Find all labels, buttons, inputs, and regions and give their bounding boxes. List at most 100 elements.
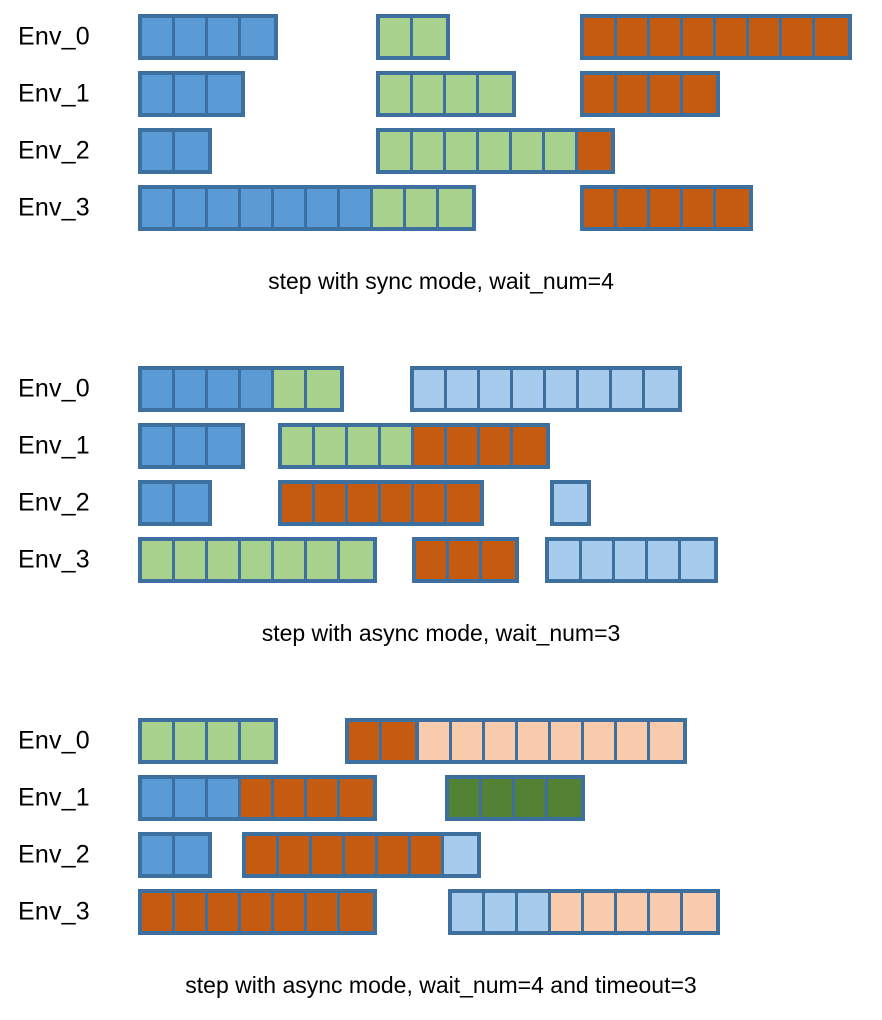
step-cell-green (175, 722, 208, 760)
step-cell-orange (274, 893, 307, 931)
env-timeline-track (0, 360, 882, 417)
env-row-label: Env_2 (18, 840, 90, 868)
env-row: Env_2 (0, 122, 882, 179)
step-cell-darkgreen (482, 779, 515, 817)
step-cell-green (380, 132, 413, 170)
step-cell-green (413, 132, 446, 170)
step-cell-orange (274, 779, 307, 817)
step-cell-blue (175, 18, 208, 56)
env-timeline-track (0, 474, 882, 531)
step-cell-green (208, 541, 241, 579)
env-row-label: Env_2 (18, 136, 90, 164)
step-cell-green (274, 541, 307, 579)
step-cell-lightblue (452, 893, 485, 931)
step-cell-orange (312, 836, 345, 874)
step-cell-lightblue (645, 370, 678, 408)
env-row: Env_0 (0, 8, 882, 65)
step-cell-green (274, 370, 307, 408)
step-cell-green (241, 541, 274, 579)
step-cell-lightblue (518, 893, 551, 931)
step-cell-orange (782, 18, 815, 56)
step-cell-orange (246, 836, 279, 874)
step-cell-orange (307, 893, 340, 931)
step-cell-orange (416, 541, 449, 579)
step-cell-blue (142, 18, 175, 56)
step-block-group (545, 537, 718, 583)
env-row: Env_3 (0, 531, 882, 588)
step-block-group (412, 537, 519, 583)
step-cell-orange (411, 836, 444, 874)
step-block-group (448, 889, 720, 935)
step-cell-peach (617, 893, 650, 931)
step-cell-orange (815, 18, 848, 56)
step-block-group (138, 889, 377, 935)
step-cell-orange (683, 18, 716, 56)
step-cell-green (307, 370, 340, 408)
step-cell-orange (241, 779, 274, 817)
step-cell-orange (382, 722, 415, 760)
step-cell-orange (381, 484, 414, 522)
step-cell-blue (175, 75, 208, 113)
env-row: Env_1 (0, 65, 882, 122)
env-row: Env_2 (0, 826, 882, 883)
env-row: Env_3 (0, 883, 882, 940)
env-row-label: Env_3 (18, 193, 90, 221)
step-cell-orange (414, 484, 447, 522)
step-cell-lightblue (681, 541, 714, 579)
step-cell-orange (617, 18, 650, 56)
step-block-group (580, 185, 753, 231)
step-cell-green (282, 427, 315, 465)
step-block-group (580, 14, 852, 60)
step-cell-orange (315, 484, 348, 522)
step-cell-peach (650, 893, 683, 931)
step-cell-blue (208, 370, 241, 408)
step-block-group (376, 128, 615, 174)
env-timeline-track (0, 65, 882, 122)
step-cell-green (479, 75, 512, 113)
step-block-group (278, 423, 550, 469)
step-cell-lightblue (582, 541, 615, 579)
step-cell-blue (307, 189, 340, 227)
step-block-group (278, 480, 484, 526)
step-cell-peach (551, 722, 584, 760)
step-cell-green (142, 722, 175, 760)
env-row: Env_2 (0, 474, 882, 531)
step-cell-orange (513, 427, 546, 465)
env-timeline-track (0, 883, 882, 940)
step-block-group (138, 185, 476, 231)
env-timeline-track (0, 8, 882, 65)
step-cell-lightblue (579, 370, 612, 408)
step-cell-orange (307, 779, 340, 817)
step-cell-orange (208, 893, 241, 931)
step-cell-blue (142, 779, 175, 817)
step-block-group (138, 718, 278, 764)
env-row: Env_0 (0, 360, 882, 417)
step-cell-peach (617, 722, 650, 760)
step-cell-darkgreen (515, 779, 548, 817)
step-cell-blue (142, 75, 175, 113)
env-row-label: Env_3 (18, 545, 90, 573)
step-cell-green (439, 189, 472, 227)
step-cell-blue (142, 484, 175, 522)
step-cell-lightblue (648, 541, 681, 579)
step-cell-green (479, 132, 512, 170)
step-cell-green (381, 427, 414, 465)
step-cell-orange (482, 541, 515, 579)
step-cell-green (340, 541, 373, 579)
env-timeline-track (0, 179, 882, 236)
step-cell-orange (683, 189, 716, 227)
step-cell-orange (749, 18, 782, 56)
env-timeline-track (0, 769, 882, 826)
step-cell-orange (650, 189, 683, 227)
panel-caption: step with async mode, wait_num=3 (261, 620, 621, 646)
step-cell-blue (340, 189, 373, 227)
step-block-group (138, 71, 245, 117)
step-cell-green (175, 541, 208, 579)
step-cell-blue (241, 370, 274, 408)
step-cell-orange (447, 427, 480, 465)
step-cell-green (446, 132, 479, 170)
step-block-group (242, 832, 481, 878)
